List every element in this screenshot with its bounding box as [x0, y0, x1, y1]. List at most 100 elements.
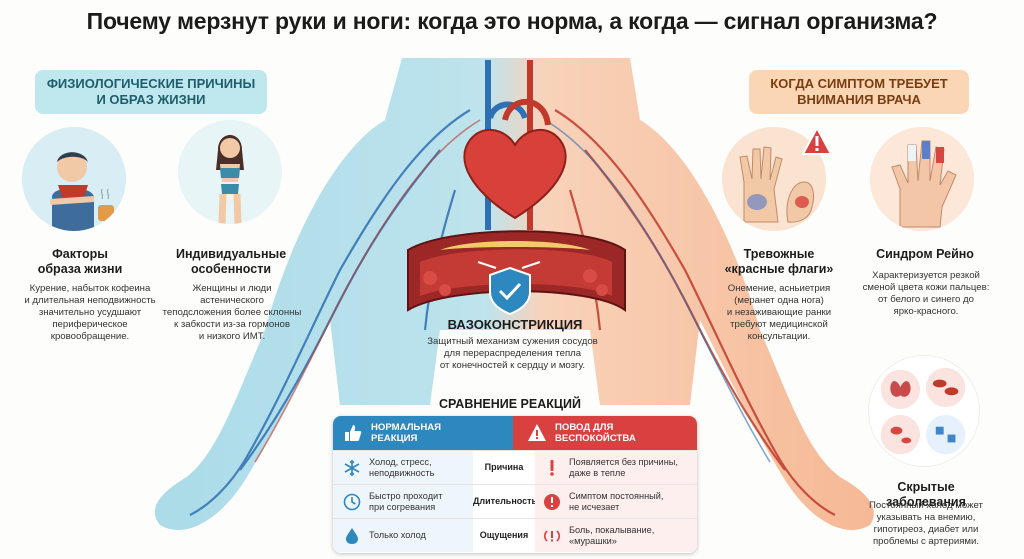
individual-text-line: астенического: [200, 295, 264, 306]
exclamation-icon: [550, 459, 554, 476]
criterion-label: Причина: [484, 462, 524, 472]
comparison-header: Нормальная реакция Повод для веспокойств…: [333, 416, 697, 450]
red-flags-text-line: консультации.: [747, 331, 811, 342]
individual-text-line: Женщины и люди: [192, 283, 272, 294]
alarm-cell-line: Боль, покалывание,: [569, 524, 655, 535]
hidden-diseases-title: Скрытые заболевания: [886, 480, 966, 509]
individual-title-line: Индивидуальные: [176, 247, 287, 261]
individual-title-line: особенности: [190, 262, 272, 276]
lifestyle-title-line: образа жизни: [37, 262, 123, 276]
comparison-row-sensations: Только холод Ощущения Боль, покалывание,…: [333, 518, 697, 552]
raynaud-text-line: от белого и синего до: [878, 294, 974, 305]
red-flags-title-line: Тревожные: [743, 247, 815, 261]
vasoconstriction-title: Вазоконстрикция: [415, 317, 615, 332]
normal-cell-line: Только холод: [369, 530, 426, 540]
lifestyle-text-line: кровообращение.: [50, 331, 130, 342]
shield-check-icon: [489, 266, 531, 316]
comparison-title: Сравнение реакций: [395, 397, 625, 411]
comparison-title-text: Сравнение реакций: [439, 397, 581, 411]
alarm-header-line: Повод для: [555, 422, 614, 433]
vasoconstriction-title-text: Вазоконстрикция: [447, 317, 583, 332]
normal-cell-line: при согревания: [369, 501, 436, 512]
normal-reaction-header: Нормальная реакция: [333, 416, 513, 450]
warning-triangle-icon: [801, 126, 833, 155]
alarm-cell: Симптом постоянный, не исчезает: [535, 485, 697, 518]
individual-text-line: теподсложения более склонны: [162, 307, 302, 318]
banner-line: и образ жизни: [96, 92, 206, 107]
individual-text-line: к забкости из-за гормонов: [174, 319, 290, 330]
raynaud-text: Характеризуется резкой сменой цвета кожи…: [856, 270, 996, 318]
normal-cell-line: Холод, стресс,: [369, 456, 432, 467]
alarm-cell: Появляется без причины, даже в тепле: [535, 451, 697, 484]
alarm-header-line: веспокойства: [555, 433, 636, 444]
alarm-cell-line: даже в тепле: [569, 467, 626, 478]
vasoconstriction-text: Защитный механизм сужения сосудов для пе…: [400, 336, 625, 372]
banner-line: Когда симптом требует: [770, 76, 948, 91]
normal-cell-line: Быстро проходит: [369, 490, 443, 501]
hidden-diseases-text: Постоянный холод может указывать на внем…: [856, 500, 996, 548]
lifestyle-title: Факторы образа жизни: [30, 247, 130, 277]
criterion-label: Длительность: [473, 496, 538, 506]
raynaud-text-line: сменой цвета кожи пальцев:: [862, 282, 990, 293]
comparison-row-duration: Быстро проходит при согревания Длительно…: [333, 484, 697, 518]
banner-line: внимания врача: [797, 92, 921, 107]
individual-text: Женщины и люди астенического теподсложен…: [160, 283, 304, 343]
individual-text-line: и низкого ИМТ.: [198, 331, 266, 342]
doctor-attention-banner: Когда симптом требует внимания врача: [749, 70, 969, 114]
alarm-cell-line: Симптом постоянный,: [569, 490, 664, 501]
red-flags-text-line: (меранет одна нога): [734, 295, 824, 306]
page-title: Почему мерзнут руки и ноги: когда это но…: [86, 8, 938, 34]
red-flags-title: Тревожные «красные флаги»: [724, 247, 834, 277]
hidden-diseases-text-line: Постоянный холод может: [869, 500, 983, 511]
tingle-icon: [543, 529, 561, 542]
snowflake-icon: [344, 459, 360, 476]
raynaud-hand-illustration: [870, 127, 974, 231]
alarm-cell-line: «мурашки»: [569, 535, 617, 546]
lifestyle-text-line: периферическое: [52, 319, 128, 330]
clock-icon: [343, 493, 361, 510]
comparison-table: Нормальная реакция Повод для веспокойств…: [333, 416, 697, 553]
hidden-diseases-text-line: проблемы с артериями.: [872, 536, 980, 547]
normal-header-line: Нормальная: [371, 422, 442, 433]
drop-icon: [346, 527, 358, 544]
alarm-cell-line: не исчезает: [569, 501, 620, 512]
hidden-diseases-illustration: [868, 355, 980, 467]
vaso-text-line: Защитный механизм сужения сосудов: [427, 336, 598, 347]
individual-title: Индивидуальные особенности: [176, 247, 286, 277]
normal-cell: Быстро проходит при согревания: [333, 485, 473, 518]
alarm-cell-line: Появляется без причины,: [569, 456, 678, 467]
red-flags-text: Онемение, асньиетрия (меранет одна нога)…: [712, 283, 846, 343]
slim-woman-illustration: [178, 120, 282, 224]
exclamation-circle-icon: [544, 493, 560, 510]
red-flags-text-line: требуют медицинской: [730, 319, 828, 330]
comparison-row-cause: Холод, стресс, неподвижность Причина Поя…: [333, 450, 697, 484]
lifestyle-title-line: Факторы: [52, 247, 108, 261]
hidden-diseases-text-line: гипотиреоз, диабет или: [873, 524, 979, 535]
banner-line: Физиологические причины: [46, 76, 256, 91]
normal-cell: Холод, стресс, неподвижность: [333, 451, 473, 484]
criterion-label: Ощущения: [479, 530, 529, 540]
normal-cell: Только холод: [333, 519, 473, 552]
raynaud-title: Синдром Рейно: [876, 247, 974, 261]
vaso-text-line: от конечностей к сердцу и мозгу.: [439, 360, 586, 371]
hidden-diseases-text-line: указывать на внемию,: [876, 512, 976, 523]
alarm-reaction-header: Повод для веспокойства: [513, 416, 697, 450]
lifestyle-text: Курение, набыток кофеина и длительная не…: [8, 283, 172, 343]
red-flags-text-line: и незаживающие ранки: [726, 307, 832, 318]
lifestyle-text-line: и длительная неподвижность: [24, 295, 156, 306]
normal-cell-line: неподвижность: [369, 467, 435, 478]
raynaud-text-line: Характеризуется резкой: [872, 270, 980, 281]
warning-icon: [528, 424, 546, 441]
vaso-text-line: для перераспределения тепла: [443, 348, 582, 359]
heart-icon: [463, 98, 567, 220]
normal-header-line: реакция: [371, 433, 418, 444]
red-flags-text-line: Онемение, асньиетрия: [727, 283, 831, 294]
physiological-causes-banner: Физиологические причины и образ жизни: [35, 70, 267, 114]
lifestyle-text-line: Курение, набыток кофеина: [29, 283, 151, 294]
thumbs-up-icon: [345, 425, 362, 441]
red-flags-title-line: «красные флаги»: [724, 262, 834, 276]
lifestyle-text-line: значительно усудшают: [38, 307, 142, 318]
cold-person-illustration: [22, 127, 126, 231]
raynaud-text-line: ярко-красного.: [893, 306, 959, 317]
